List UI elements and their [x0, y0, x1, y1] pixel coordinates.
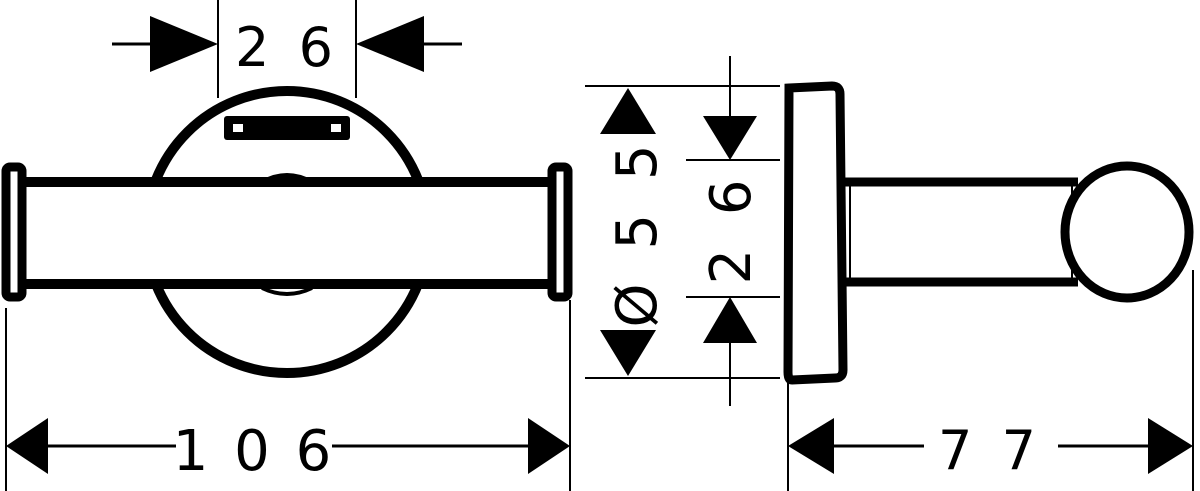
dimension-side-inner-label: 2 6 — [699, 171, 764, 284]
hook-knob — [1060, 161, 1194, 303]
left-end-cap — [1, 162, 27, 302]
dimension-front-top-label: 2 6 — [235, 16, 339, 79]
mounting-plate — [224, 116, 350, 140]
dimension-depth-label: 7 7 — [938, 419, 1042, 482]
dimension-front-bottom-label: 1 0 6 — [173, 419, 336, 484]
dimension-front-top — [112, 0, 462, 98]
dimension-diameter-label: Ø 5 5 — [605, 137, 670, 328]
dimension-side-inner — [686, 56, 780, 406]
dimension-diameter — [585, 85, 780, 379]
side-view — [783, 81, 1194, 385]
front-view — [1, 86, 573, 378]
dimension-front-bottom — [5, 300, 571, 491]
wall-plate — [783, 81, 848, 385]
right-end-cap — [547, 162, 573, 302]
center-dome-bottom — [261, 286, 313, 296]
dimension-depth — [787, 270, 1194, 491]
